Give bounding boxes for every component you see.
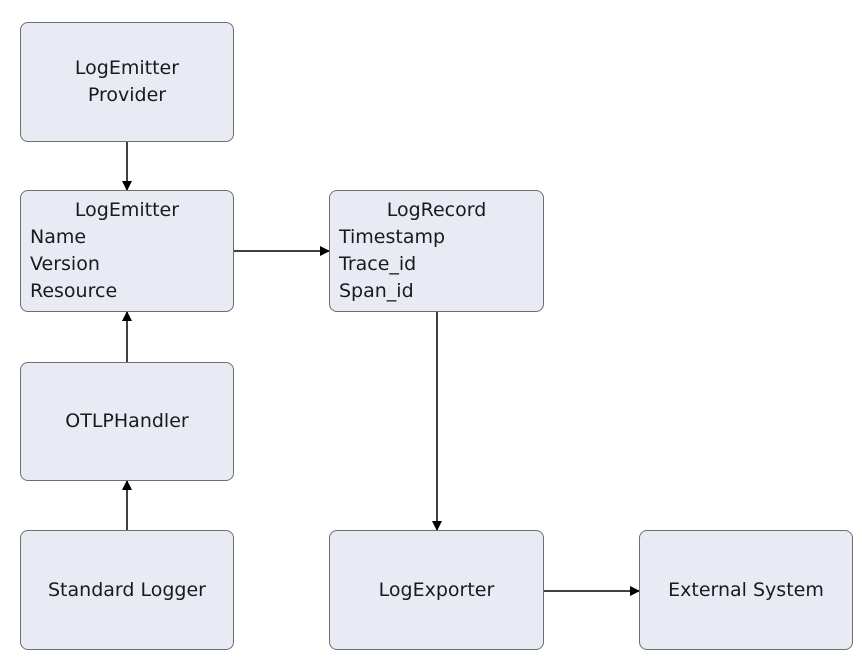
- node-log-record-field-timestamp: Timestamp: [339, 226, 446, 248]
- node-log-exporter-label: LogExporter: [378, 578, 495, 601]
- node-otlp-handler: OTLPHandler: [20, 362, 234, 481]
- node-log-emitter: LogEmitter Name Version Resource: [20, 190, 234, 312]
- node-external-system-label: External System: [668, 578, 824, 601]
- node-log-emitter-field-resource: Resource: [30, 280, 118, 302]
- node-log-emitter-field-name: Name: [30, 226, 87, 248]
- node-log-record-title: LogRecord: [386, 199, 487, 221]
- node-log-record-field-span-id: Span_id: [339, 280, 414, 302]
- node-log-emitter-provider: LogEmitter Provider: [20, 22, 234, 142]
- node-external-system: External System: [639, 530, 853, 650]
- node-log-emitter-provider-line-2: Provider: [87, 84, 167, 106]
- node-standard-logger-label: Standard Logger: [48, 578, 206, 601]
- node-standard-logger: Standard Logger: [20, 530, 234, 650]
- node-log-record-field-trace-id: Trace_id: [339, 253, 417, 275]
- node-log-emitter-field-version: Version: [30, 253, 100, 275]
- node-log-exporter: LogExporter: [329, 530, 544, 650]
- node-log-emitter-title: LogEmitter: [74, 199, 180, 221]
- node-otlp-handler-label: OTLPHandler: [65, 410, 189, 432]
- node-log-emitter-provider-line-1: LogEmitter: [74, 57, 180, 79]
- node-log-record: LogRecord Timestamp Trace_id Span_id: [329, 190, 544, 312]
